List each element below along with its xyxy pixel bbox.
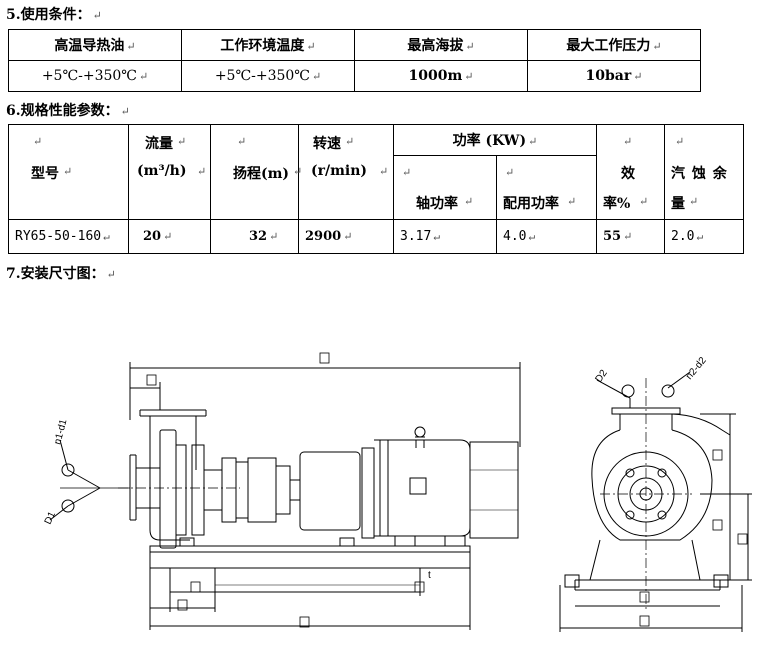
label-d2: D2 [593, 368, 610, 385]
header-power: 功率 (KW)↵ [392, 124, 598, 156]
conditions-value-cell: 1000m↵ [354, 60, 528, 92]
cell-shaft-power: 3.17↵ [393, 219, 497, 254]
paragraph-mark-icon: ↵ [92, 9, 102, 22]
cell-npsh: 2.0↵ [664, 219, 745, 254]
cell-motor-power: 4.0↵ [495, 219, 598, 254]
section-6-heading: 6.规格性能参数：↵ [6, 100, 130, 120]
header-npsh: ↵ 汽 蚀 余 量↵ [664, 124, 745, 220]
specs-table: ↵ 型号↵ 流量↵ (m³/h)↵ ↵ 扬程(m)↵ 转速↵ (r/min)↵ … [8, 124, 745, 254]
label-n1-d1: n1-d1 [52, 418, 69, 446]
header-motor-power: ↵ 配用功率↵ [495, 155, 598, 220]
header-head: ↵ 扬程(m)↵ [210, 124, 302, 220]
label-t: t [428, 570, 431, 581]
cell-head: 32↵ [210, 219, 299, 254]
cell-efficiency: 55↵ [596, 219, 666, 254]
section-7-heading: 7.安装尺寸图：↵ [6, 263, 116, 283]
section-5-heading: 5.使用条件：↵ [6, 4, 102, 24]
section-5-title: 5.使用条件： [6, 7, 91, 23]
conditions-header-cell: 最高海拔↵ [354, 29, 528, 61]
section-6-title: 6.规格性能参数： [6, 103, 119, 119]
header-flow: 流量↵ (m³/h)↵ [128, 124, 211, 220]
conditions-header-cell: 工作环境温度↵ [181, 29, 355, 61]
section-7-title: 7.安装尺寸图： [6, 266, 105, 282]
paragraph-mark-icon: ↵ [120, 105, 130, 118]
conditions-value-cell: +5℃-+350℃↵ [8, 60, 182, 92]
cell-model: RY65-50-160↵ [8, 219, 129, 254]
cell-speed: 2900↵ [298, 219, 394, 254]
header-model: ↵ 型号↵ [8, 124, 129, 220]
conditions-value-row: +5℃-+350℃↵ +5℃-+350℃↵ 1000m↵ 10bar↵ [8, 60, 701, 92]
conditions-value-cell: 10bar↵ [527, 60, 701, 92]
specs-subheader-row: ↵ 轴功率↵ ↵ 配用功率↵ [9, 155, 744, 220]
specs-value-row: RY65-50-160↵ 20↵ 32↵ 2900↵ 3.17↵ 4.0↵ 55… [8, 219, 745, 254]
label-d1: D1 [43, 510, 59, 527]
conditions-table: 高温导热油↵ 工作环境温度↵ 最高海拔↵ 最大工作压力↵ +5℃-+350℃↵ … [8, 29, 701, 92]
label-n2-d2: n2-d2 [684, 355, 709, 382]
specs-header-row: ↵ 型号↵ 流量↵ (m³/h)↵ ↵ 扬程(m)↵ 转速↵ (r/min)↵ … [8, 124, 745, 220]
conditions-value-cell: +5℃-+350℃↵ [181, 60, 355, 92]
paragraph-mark-icon: ↵ [106, 268, 116, 281]
cell-flow: 20↵ [128, 219, 211, 254]
side-view [49, 352, 521, 630]
end-view [559, 371, 752, 632]
conditions-header-row: 高温导热油↵ 工作环境温度↵ 最高海拔↵ 最大工作压力↵ [8, 29, 701, 61]
conditions-header-cell: 高温导热油↵ [8, 29, 182, 61]
